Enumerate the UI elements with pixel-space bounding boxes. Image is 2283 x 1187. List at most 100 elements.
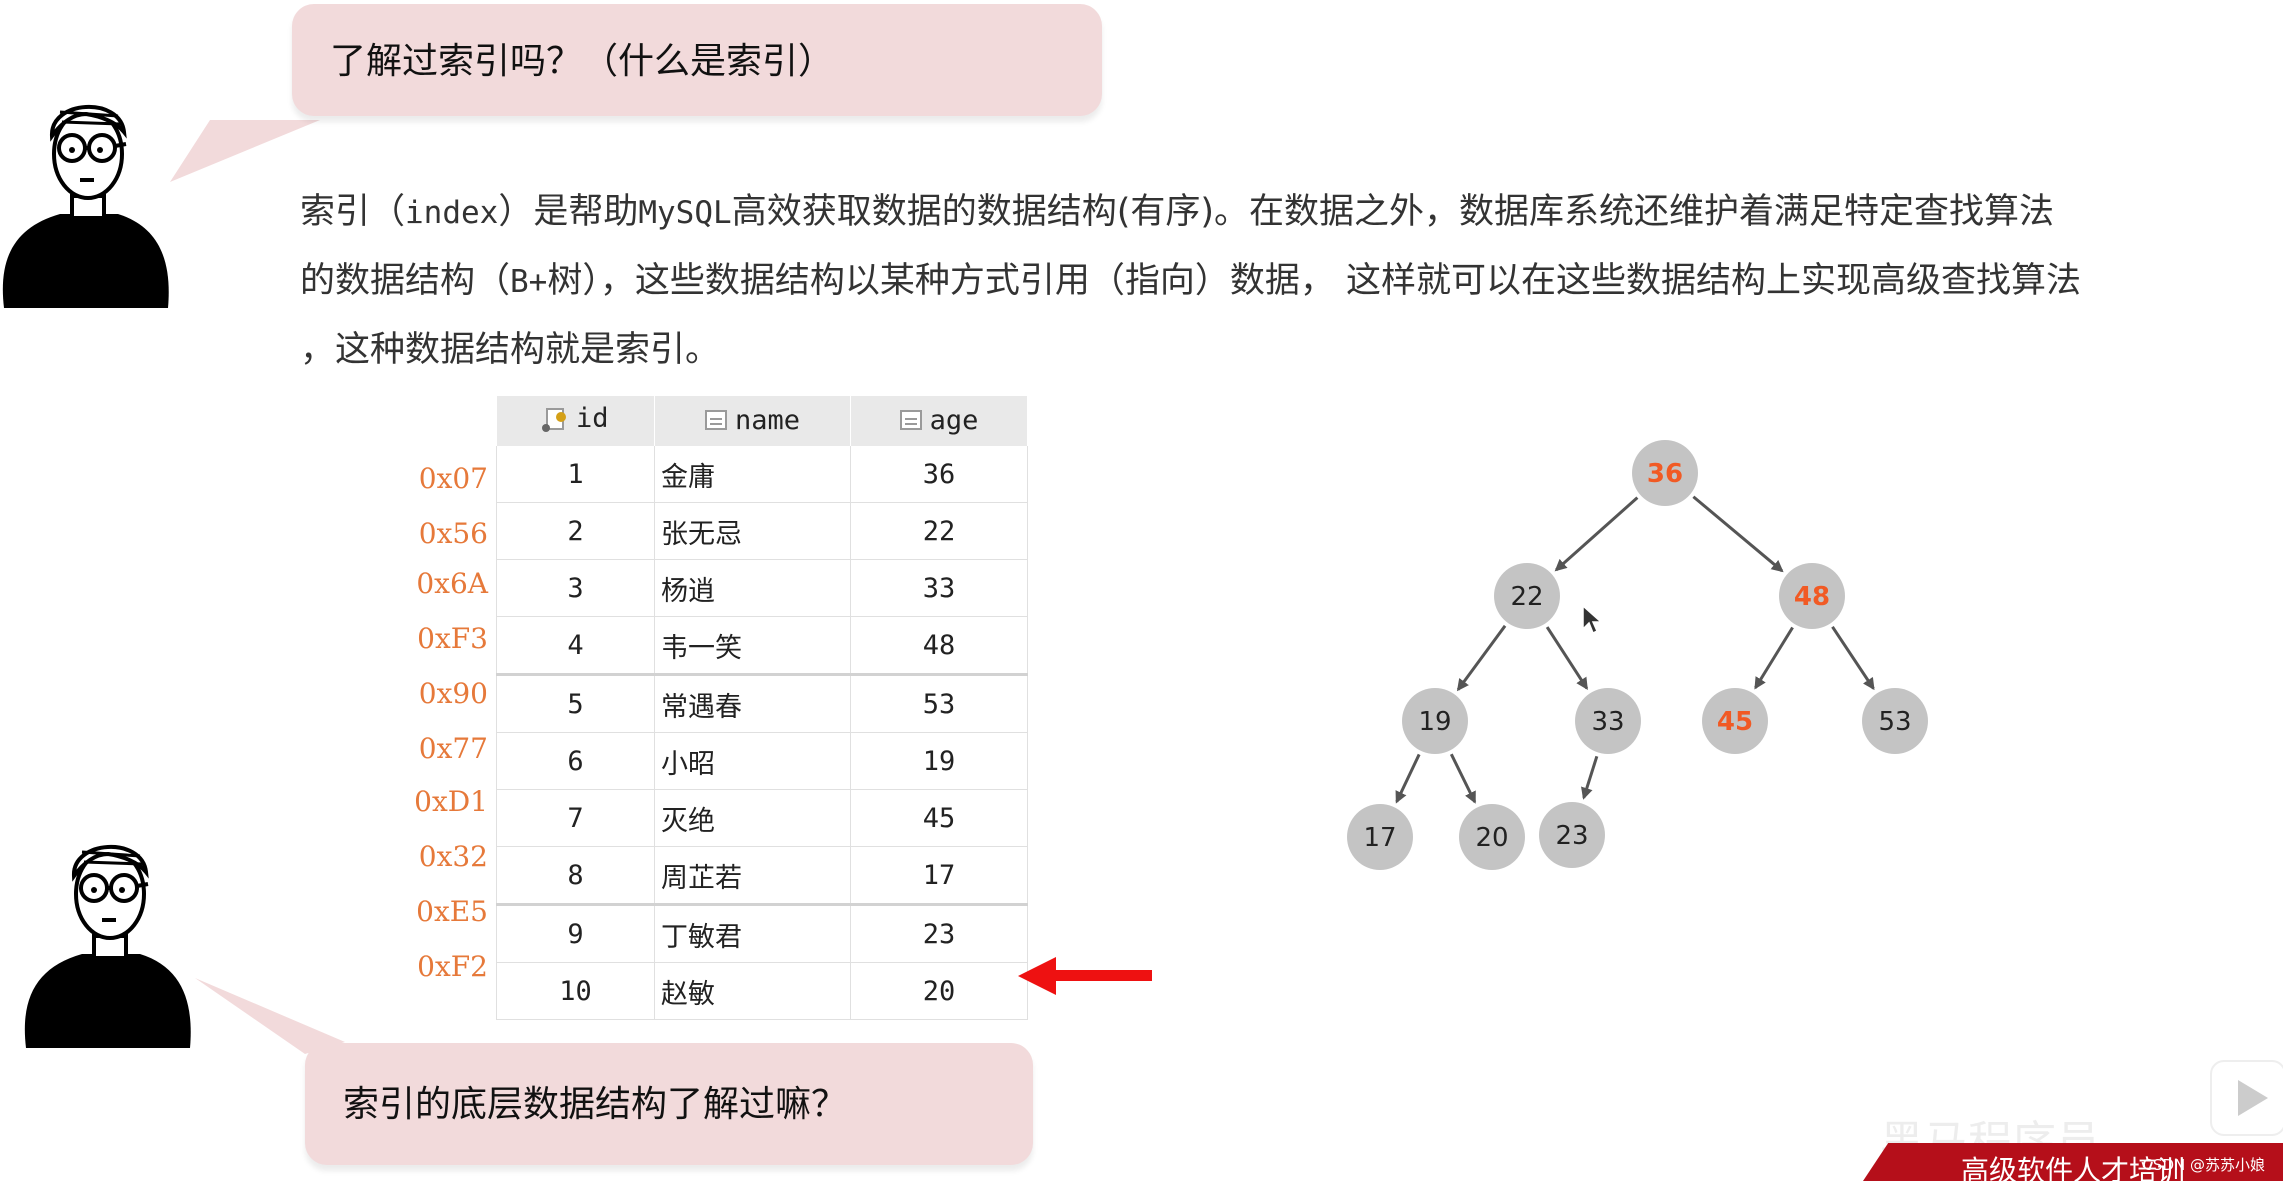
tree-node-circle [1632,440,1698,506]
row-address: 0xD1 [414,785,488,818]
column-header-label: age [929,404,979,436]
tree-node-label: 36 [1647,459,1683,489]
tree-node-circle [1575,688,1641,754]
brand-text: 高级软件人才培训 [1960,1154,2185,1187]
cell-name: 灭绝 [654,789,851,847]
cell-name: 张无忌 [654,502,851,560]
tree-node-circle [1862,688,1928,754]
cell-age: 23 [850,904,1028,963]
tree-node-circle [1779,563,1845,629]
cell-name: 金庸 [654,446,851,503]
tree-node-circle [1459,804,1525,870]
cell-age: 33 [850,559,1028,617]
play-button[interactable] [2210,1060,2283,1136]
tree-node-circle [1347,804,1413,870]
tree-edge [1581,755,1599,800]
text-segment: 的数据结构（ [300,261,511,301]
tree-node-label: 19 [1418,707,1451,737]
tree-node: 20 [1459,804,1525,870]
cell-name: 韦一笑 [654,616,851,676]
tree-edge [1395,753,1421,804]
cell-id: 2 [496,502,655,560]
tree-node: 22 [1494,563,1560,629]
row-address: 0xF3 [417,622,488,655]
cell-id: 8 [496,846,655,906]
text-segment: 高效获取数据的数据结构(有序)。在数据之外，数据库系统还维护着满足特定查找算法 [731,192,2055,232]
cell-age: 53 [850,674,1028,733]
text-segment: 树），这些数据结构以某种方式引用（指向）数据， 这样就可以在这些数据结构上实现高… [547,261,2081,301]
tree-nodes: 36 22 48 19 33 45 53 17 20 23 [1347,440,1928,870]
person-avatar-top [2,105,169,308]
cell-id: 3 [496,559,655,617]
cell-name: 常遇春 [654,674,851,733]
cell-age: 36 [850,446,1028,503]
tree-node: 48 [1779,563,1845,629]
cell-age: 22 [850,502,1028,560]
column-icon [704,410,727,431]
definition-line-3: ，这种数据结构就是索引。 [300,330,721,370]
cell-name: 小昭 [654,732,851,790]
cell-age: 19 [850,732,1028,790]
row-address: 0x32 [418,840,488,873]
tree-node-circle [1702,688,1768,754]
text-segment: ）是帮助 [498,192,639,232]
cell-id: 7 [496,789,655,847]
tree-node-label: 48 [1794,582,1830,612]
tree-node-circle [1539,802,1605,868]
cell-name: 周芷若 [654,846,851,906]
row-address: 0x77 [418,732,488,765]
mouse-cursor-icon [1582,605,1602,635]
tree-node: 45 [1702,688,1768,754]
cell-age: 17 [850,846,1028,906]
tree-edge [1554,496,1639,572]
row-address: 0x56 [418,517,488,550]
row-address: 0xF2 [417,950,488,983]
tree-node: 19 [1402,688,1468,754]
tree-edge [1692,495,1784,573]
tree-node-label: 22 [1510,582,1543,612]
top-bubble-tail [170,120,320,182]
credit-text: CSDN @苏苏小娘 [2142,1156,2265,1174]
cell-name: 赵敏 [654,962,851,1020]
code-index: index [405,195,499,231]
column-header-name[interactable]: name [654,396,851,446]
bottom-speech-bubble: 索引的底层数据结构了解过嘛？ [305,1043,1033,1165]
bottom-bubble-tail [195,978,345,1054]
cell-id: 9 [496,904,655,963]
tree-edge [1831,625,1875,691]
column-header-label: id [575,403,609,435]
tree-node-label: 23 [1555,821,1588,851]
text-segment: 索引（ [300,192,406,232]
cell-age: 48 [850,616,1028,676]
tree-edge [1456,624,1507,692]
tree-edge [1449,753,1477,804]
cell-id: 6 [496,732,655,790]
tree-node-circle [1402,688,1468,754]
column-header-age[interactable]: age [850,396,1028,446]
tree-node: 17 [1347,804,1413,870]
tree-node-label: 33 [1591,707,1624,737]
definition-line-2: 的数据结构（B+树），这些数据结构以某种方式引用（指向）数据， 这样就可以在这些… [300,247,2230,316]
row-address: 0x90 [418,677,488,710]
row-address: 0xE5 [416,895,488,928]
table-header-row: id name age [496,396,1028,446]
cell-name: 丁敏君 [654,904,851,963]
primary-key-icon [541,406,568,432]
tree-node-circle [1494,563,1560,629]
top-bubble-text: 了解过索引吗？（什么是索引） [330,41,835,82]
brand-banner: 高级软件人才培训 [1863,1143,2283,1181]
tree-node-label: 53 [1878,707,1911,737]
top-speech-bubble: 了解过索引吗？（什么是索引） [292,4,1102,116]
column-header-id[interactable]: id [496,396,655,446]
bottom-bubble-text: 索引的底层数据结构了解过嘛？ [343,1084,848,1125]
